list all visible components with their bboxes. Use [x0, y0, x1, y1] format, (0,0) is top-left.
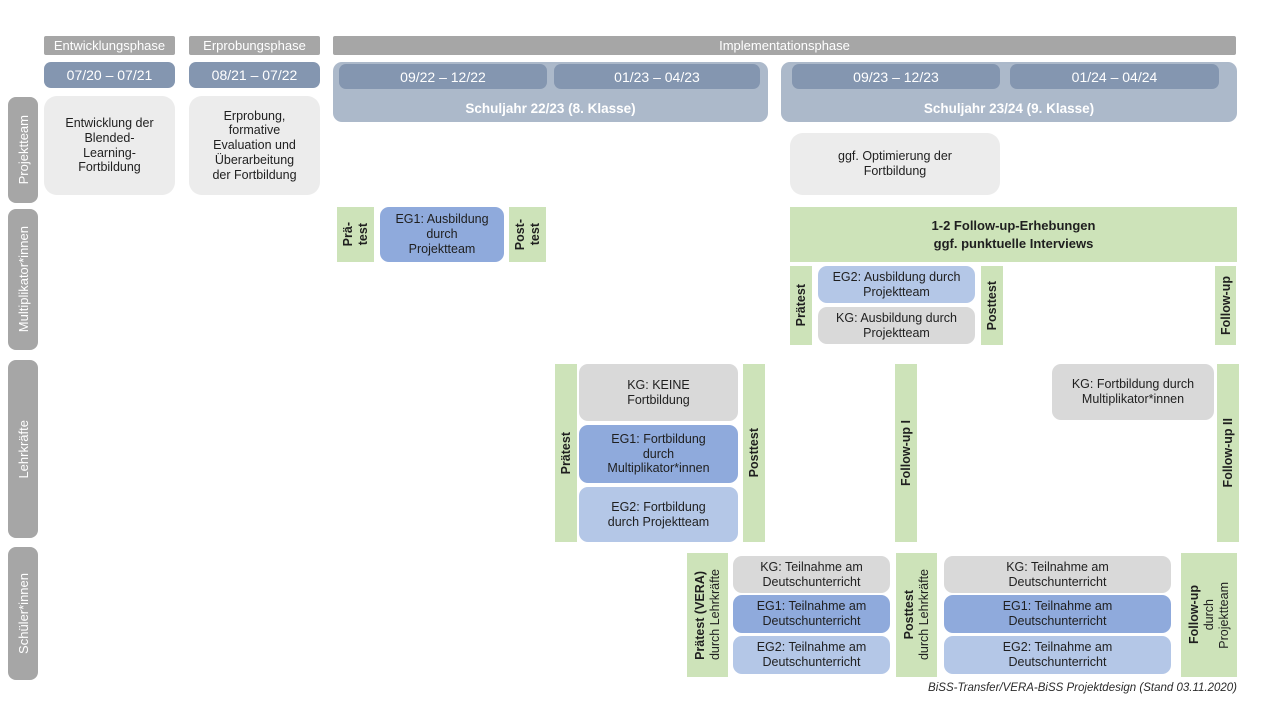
followup-schueler-text: Follow-up: [1187, 585, 1201, 645]
praetest-vera-text: Prätest (VERA): [693, 570, 707, 660]
bar-posttest2-multiplikatoren: Posttest: [981, 266, 1003, 345]
followup-schueler-sub2: Projektteam: [1217, 581, 1231, 649]
box-optimierung-fortbildung: ggf. Optimierung der Fortbildung: [790, 133, 1000, 195]
box-eg2-deutschunterricht-a: EG2: Teilnahme am Deutschunterricht: [733, 636, 890, 674]
bar-followup2-lehrkraefte: Follow-up II: [1217, 364, 1239, 542]
praetest-line2: test: [356, 223, 370, 246]
posttest-schueler-sub: durch Lehrkräfte: [917, 569, 931, 661]
praetest-vera-sub: durch Lehrkräfte: [708, 569, 722, 661]
date-range-0123-0423: 01/23 – 04/23: [554, 64, 760, 89]
box-eg1-ausbildung-projektteam: EG1: Ausbildung durch Projektteam: [380, 207, 504, 262]
row-label-multiplikatoren-text: Multiplikator*innen: [15, 226, 31, 333]
bar-followup-multiplikatoren: Follow-up: [1215, 266, 1236, 345]
row-label-schueler-text: Schüler*innen: [15, 573, 31, 654]
followup-multiplikatoren-text: Follow-up: [1218, 275, 1233, 335]
phase-implementationsphase: Implementationsphase: [333, 36, 1236, 55]
date-range-0821-0722: 08/21 – 07/22: [189, 62, 320, 88]
praetest-lehrkraefte-text: Prätest: [559, 431, 573, 475]
date-range-0922-1222: 09/22 – 12/22: [339, 64, 547, 89]
followup-schueler-sub1: durch: [1202, 599, 1216, 631]
row-label-projektteam: Projektteam: [8, 97, 38, 203]
row-label-lehrkraefte-text: Lehrkräfte: [15, 419, 31, 479]
box-kg-fortbildung-multiplikatoren: KG: Fortbildung durch Multiplikator*inne…: [1052, 364, 1214, 420]
row-label-schueler: Schüler*innen: [8, 547, 38, 680]
box-entwicklung-fortbildung: Entwicklung der Blended- Learning- Fortb…: [44, 96, 175, 195]
box-eg1-deutschunterricht-a: EG1: Teilnahme am Deutschunterricht: [733, 595, 890, 633]
followup1-text: Follow-up I: [899, 420, 913, 486]
date-range-0720-0721: 07/20 – 07/21: [44, 62, 175, 88]
posttest-line2: test: [528, 223, 542, 246]
school-year-label-23-24: Schuljahr 23/24 (9. Klasse): [923, 100, 1095, 116]
row-label-projektteam-text: Projektteam: [15, 115, 31, 185]
bar-followup-schueler: Follow-up durch Projektteam: [1181, 553, 1237, 677]
date-range-0124-0424: 01/24 – 04/24: [1010, 64, 1219, 89]
bar-praetest2-multiplikatoren: Prätest: [790, 266, 812, 345]
posttest-line1: Post-: [513, 218, 527, 251]
box-eg1-fortbildung-multiplikatoren: EG1: Fortbildung durch Multiplikator*inn…: [579, 425, 738, 483]
diagram-caption: BiSS-Transfer/VERA-BiSS Projektdesign (S…: [928, 682, 1237, 694]
bar-praetest-multiplikatoren: Prä- test: [337, 207, 374, 262]
bar-praetest-lehrkraefte: Prätest: [555, 364, 577, 542]
box-kg-deutschunterricht-a: KG: Teilnahme am Deutschunterricht: [733, 556, 890, 593]
bar-followup1-lehrkraefte: Follow-up I: [895, 364, 917, 542]
phase-erprobungsphase: Erprobungsphase: [189, 36, 320, 55]
box-eg2-deutschunterricht-b: EG2: Teilnahme am Deutschunterricht: [944, 636, 1171, 674]
bar-praetest-vera-schueler: Prätest (VERA) durch Lehrkräfte: [687, 553, 728, 677]
row-label-multiplikatoren: Multiplikator*innen: [8, 209, 38, 350]
bar-posttest-lehrkraefte: Posttest: [743, 364, 765, 542]
praetest-line1: Prä-: [341, 222, 355, 247]
posttest2-text: Posttest: [985, 280, 999, 331]
phase-entwicklungsphase: Entwicklungsphase: [44, 36, 175, 55]
box-erprobung-evaluation: Erprobung, formative Evaluation und Über…: [189, 96, 320, 195]
box-kg-ausbildung-projektteam: KG: Ausbildung durch Projektteam: [818, 307, 975, 344]
box-eg1-deutschunterricht-b: EG1: Teilnahme am Deutschunterricht: [944, 595, 1171, 633]
box-eg2-fortbildung-projektteam: EG2: Fortbildung durch Projektteam: [579, 487, 738, 542]
posttest-schueler-text: Posttest: [902, 590, 916, 640]
row-label-lehrkraefte: Lehrkräfte: [8, 360, 38, 538]
posttest-lehrkraefte-text: Posttest: [747, 428, 761, 478]
box-kg-deutschunterricht-b: KG: Teilnahme am Deutschunterricht: [944, 556, 1171, 593]
school-year-label-22-23: Schuljahr 22/23 (8. Klasse): [465, 100, 636, 116]
box-eg2-ausbildung-projektteam: EG2: Ausbildung durch Projektteam: [818, 266, 975, 303]
followup2-text: Follow-up II: [1221, 418, 1235, 488]
bar-posttest-multiplikatoren: Post- test: [509, 207, 546, 262]
date-range-0923-1223: 09/23 – 12/23: [792, 64, 1000, 89]
box-kg-keine-fortbildung: KG: KEINE Fortbildung: [579, 364, 738, 421]
bar-posttest-schueler: Posttest durch Lehrkräfte: [896, 553, 937, 677]
praetest2-text: Prätest: [794, 284, 808, 327]
banner-followup-erhebungen: 1-2 Follow-up-Erhebungen ggf. punktuelle…: [790, 207, 1237, 262]
